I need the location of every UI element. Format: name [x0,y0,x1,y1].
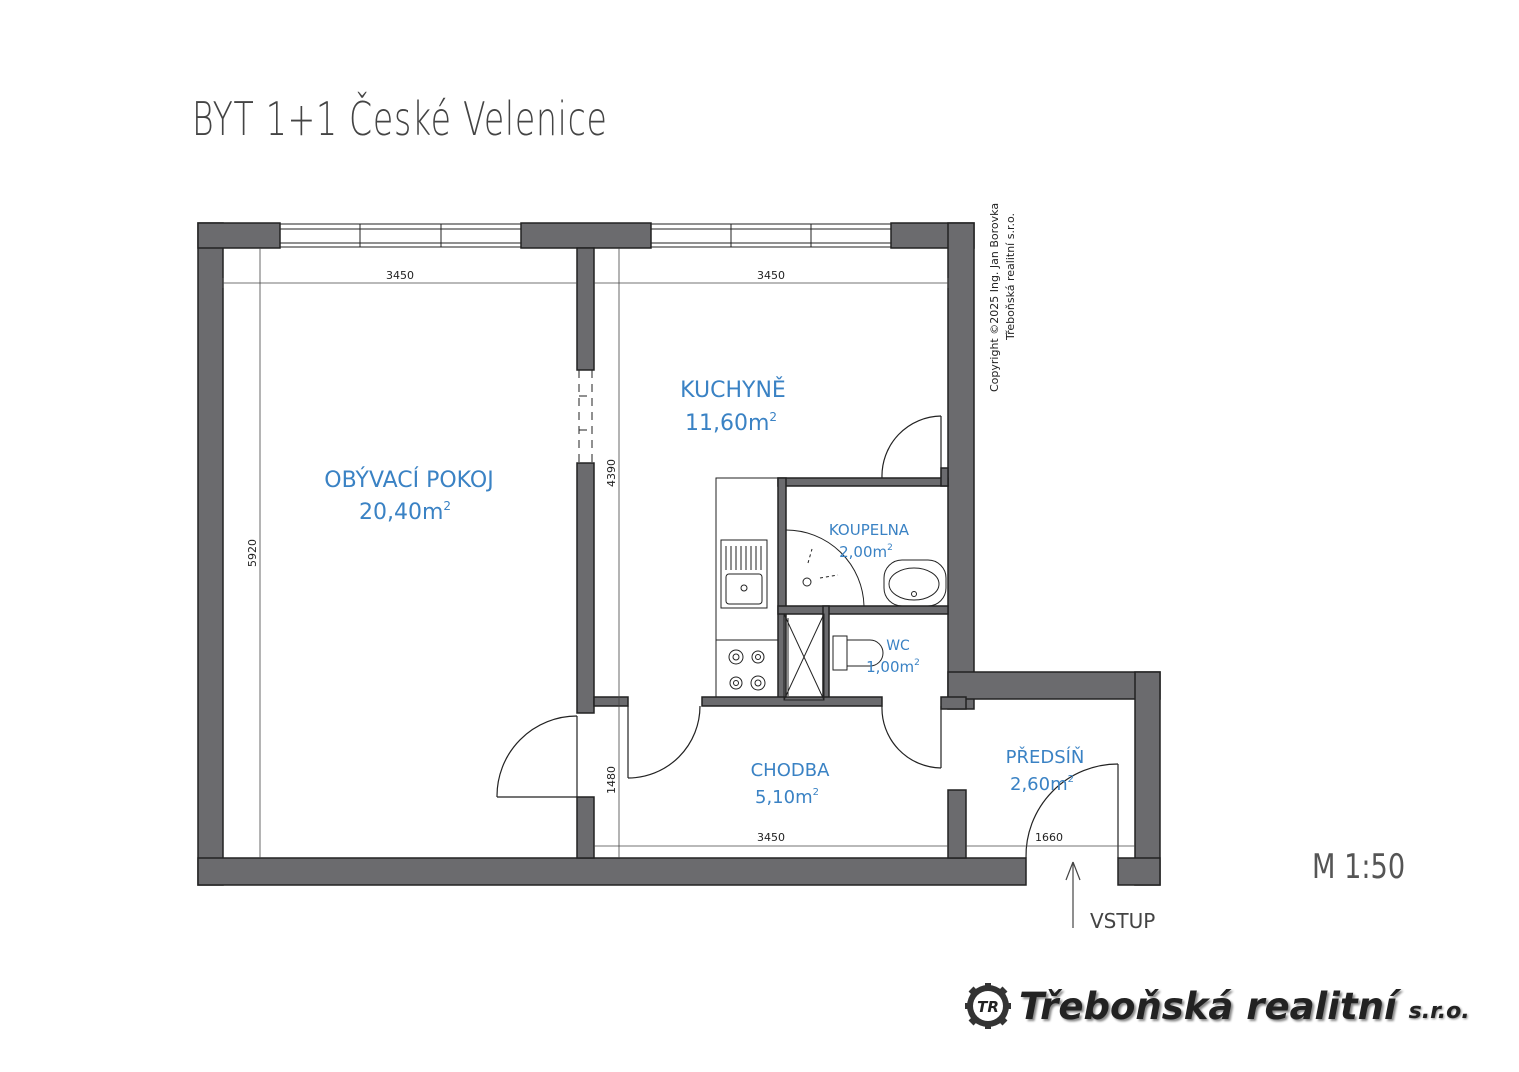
wall-hall-top [947,671,1161,700]
wall-right-upper [947,222,975,710]
entrance-arrow-icon [1065,861,1081,928]
wall-hall-right [1134,671,1161,886]
opening-living-kitchen [578,370,593,463]
dim-kitchen-width: 3450 [757,269,785,282]
doors [496,415,1119,859]
wall-partition-mid [576,462,595,714]
wall-bottom [197,857,1027,886]
room-hall-area-value: 2,60m [1010,774,1068,795]
walls [197,222,1161,886]
room-bathroom-area-sup: 2 [887,543,893,553]
kitchen-counter [715,477,825,701]
room-corridor-area-sup: 2 [813,787,819,798]
dim-corridor-depth: 1480 [605,766,618,794]
room-wc-area: 1,00m2 [866,658,920,676]
room-hall-area-sup: 2 [1068,774,1074,785]
windows [280,223,891,248]
room-kitchen-area: 11,60m2 [685,410,777,436]
sink [720,539,768,609]
brand-logo-icon: TR [965,983,1011,1029]
brand-suffix: s.r.o. [1408,998,1470,1024]
wall-corridor-top [701,696,883,707]
wall-partition-lower [576,796,595,859]
wall-hall-bottom [1117,857,1161,886]
room-wc-area-value: 1,00m [866,658,914,676]
room-bathroom-name: KOUPELNA [829,521,910,539]
wall-corridor-right-lower [947,789,967,859]
wall-partition-stub [593,696,629,707]
dimension-lines [222,248,1135,858]
room-living-area-value: 20,40m [359,500,443,525]
room-hall-area: 2,60m2 [1010,774,1074,795]
brand: TR Třeboňská realitní s.r.o. [965,983,1470,1029]
plan-title: BYT 1+1 České Velenice [192,92,608,146]
wall-left [197,222,224,886]
room-living-area: 20,40m2 [359,499,451,525]
copyright-line2: Třeboňská realitní s.r.o. [1004,213,1017,341]
room-living-name: OBÝVACÍ POKOJ [324,467,493,493]
wall-top-left [197,222,281,249]
brand-logo-text: TR [977,998,999,1016]
wall-bath-top [777,477,949,487]
dim-living-depth: 5920 [246,539,259,567]
washbasin [883,559,947,607]
wall-bath-left [777,477,787,705]
stove [715,639,779,698]
dim-corridor-width: 3450 [757,831,785,844]
dim-living-width: 3450 [386,269,414,282]
brand-name: Třeboňská realitní [1019,984,1397,1028]
room-bathroom-area-value: 2,00m [839,543,887,561]
dim-hall-width: 1660 [1035,831,1063,844]
room-wc-area-sup: 2 [914,658,920,668]
wall-top-mid [520,222,652,249]
room-hall-name: PŘEDSÍŇ [1006,746,1085,768]
bathroom-fittings [785,529,947,671]
room-bathroom-area: 2,00m2 [839,543,893,561]
entrance-label: VSTUP [1090,909,1155,933]
toilet [832,635,848,671]
wall-kitchen-door-stub [940,467,949,487]
room-kitchen-area-value: 11,60m [685,411,769,436]
wall-partition-upper [576,247,595,371]
room-living-area-sup: 2 [443,499,451,513]
room-kitchen-name: KUCHYNĚ [680,377,786,403]
dim-kitchen-depth: 4390 [605,459,618,487]
scale-label: M 1:50 [1312,847,1405,887]
room-corridor-area: 5,10m2 [755,787,819,808]
room-kitchen-area-sup: 2 [769,410,777,424]
room-corridor-area-value: 5,10m [755,787,813,808]
copyright-line1: Copyright ©2025 Ing. Jan Borovka [988,203,1001,392]
room-wc-name: WC [886,638,910,654]
wall-bath-bottom [777,605,949,615]
wall-corridor-right-upper [940,696,967,710]
room-corridor-name: CHODBA [751,760,830,781]
